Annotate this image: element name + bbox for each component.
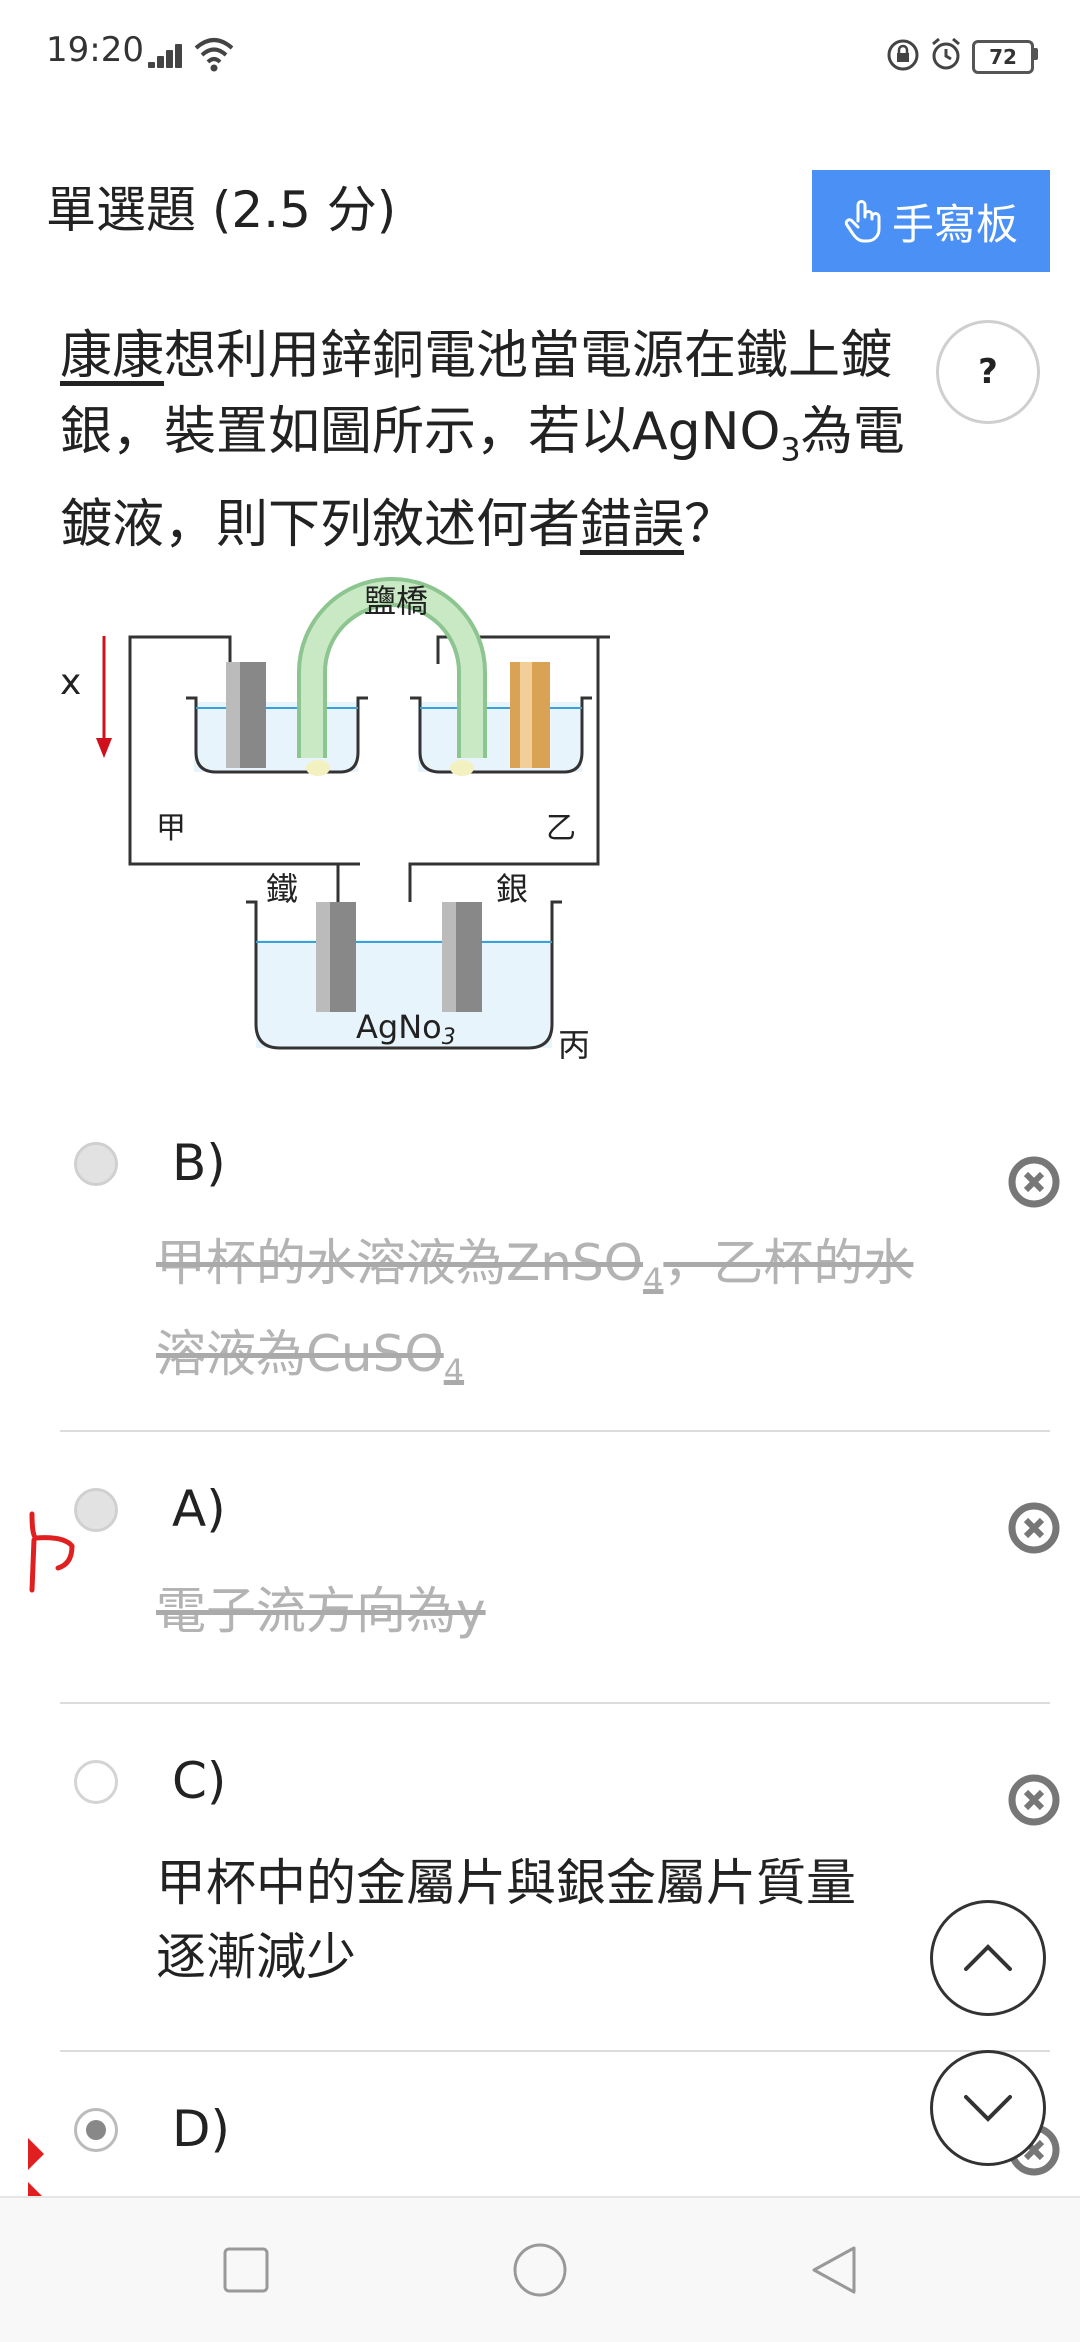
question-emphasis: 錯誤: [580, 495, 685, 556]
rotation-lock-icon: [887, 39, 919, 71]
option-d-radio[interactable]: [74, 2108, 118, 2152]
electrochemical-cell-diagram: 鹽橋 x y 甲 乙 鐵 銀 AgNo3 丙: [60, 577, 610, 1064]
diagram-x-label: x: [60, 662, 81, 703]
option-c-radio[interactable]: [74, 1760, 118, 1804]
question-text-2: 為電鍍液，則下列敘述何者: [60, 402, 905, 556]
option-c-eliminate-icon[interactable]: [1006, 1772, 1062, 1828]
recent-apps-icon[interactable]: [222, 2246, 270, 2294]
option-a-eliminate-icon[interactable]: [1006, 1500, 1062, 1556]
option-c-text[interactable]: 甲杯中的金屬片與銀金屬片質量逐漸減少: [156, 1854, 856, 1986]
question-text-1: 想利用鋅銅電池當電源在鐵上鍍銀，裝置如圖所示，若以AgNO: [60, 326, 893, 462]
handwriting-mark: [28, 2138, 44, 2196]
option-d-letter: D): [172, 2100, 231, 2158]
option-divider: [60, 1430, 1050, 1432]
diagram-silver-label: 銀: [496, 870, 528, 908]
question-name: 康康: [60, 326, 165, 386]
back-icon[interactable]: [808, 2244, 860, 2296]
option-a-letter: A): [172, 1480, 226, 1538]
question-text: 康康想利用鋅銅電池當電源在鐵上鍍銀，裝置如圖所示，若以AgNO3為電鍍液，則下列…: [60, 318, 930, 563]
system-navigation-bar: [0, 2196, 1080, 2342]
status-time: 19:20: [46, 30, 144, 70]
diagram-iron-label: 鐵: [266, 870, 298, 908]
option-c-letter: C): [172, 1752, 227, 1810]
diagram-salt-bridge-label: 鹽橋: [364, 582, 428, 620]
option-divider: [60, 1702, 1050, 1704]
chevron-up-icon: [964, 1944, 1012, 1971]
scroll-down-button[interactable]: [930, 2050, 1046, 2166]
handwriting-pad-label: 手寫板: [891, 199, 1018, 249]
option-a-radio[interactable]: [74, 1488, 118, 1532]
handwriting-pad-button[interactable]: 手寫板: [812, 170, 1050, 272]
scroll-up-button[interactable]: [930, 1900, 1046, 2016]
diagram-cup-a-label: 甲: [156, 811, 186, 846]
option-b-letter: B): [172, 1134, 226, 1192]
alarm-icon: [932, 37, 960, 70]
option-b-text[interactable]: 甲杯的水溶液為ZnSO4，乙杯的水溶液為CuSO4: [156, 1234, 914, 1390]
wifi-icon: [194, 38, 234, 72]
chevron-down-icon: [964, 2095, 1012, 2122]
battery-icon: 72: [972, 40, 1034, 74]
question-type-label: 單選題 (2.5 分): [46, 181, 397, 239]
question-subscript: 3: [780, 430, 801, 469]
signal-icon: [148, 42, 184, 68]
option-b-radio[interactable]: [74, 1142, 118, 1186]
question-text-end: ？: [684, 495, 737, 556]
handwriting-mark: [29, 1511, 75, 1593]
diagram-cup-c-label: 丙: [558, 1026, 590, 1064]
home-icon[interactable]: [512, 2242, 568, 2298]
diagram-cup-b-label: 乙: [546, 811, 576, 846]
option-b-eliminate-icon[interactable]: [1006, 1154, 1062, 1210]
diagram-solution-label: AgNo3: [356, 1008, 456, 1050]
option-a-text[interactable]: 電子流方向為y: [156, 1582, 486, 1640]
hand-pointer-icon: [844, 200, 881, 243]
battery-tip: [1033, 48, 1038, 60]
option-divider: [60, 2050, 1050, 2052]
help-button[interactable]: ?: [936, 320, 1040, 424]
